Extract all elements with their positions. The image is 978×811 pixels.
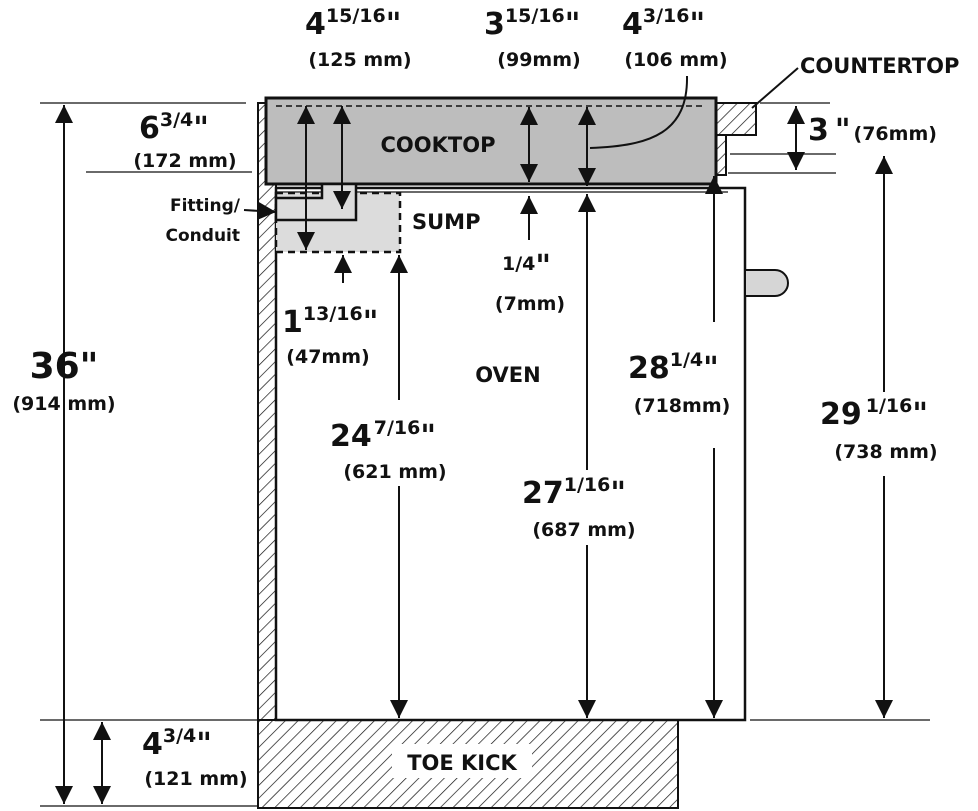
sump-label: SUMP xyxy=(412,210,480,234)
svg-text:315/16": 315/16" xyxy=(484,5,580,42)
dim-label-3in: 3"(76mm) xyxy=(808,113,937,148)
dim-label-6-3-4: 63/4" (172 mm) xyxy=(133,109,236,172)
oven-handle xyxy=(744,269,789,297)
svg-text:(106 mm): (106 mm) xyxy=(624,49,727,71)
svg-text:281/4": 281/4" xyxy=(628,349,719,386)
dim-label-4-3-4: 43/4" (121 mm) xyxy=(142,725,248,790)
svg-text:291/16": 291/16" xyxy=(820,395,928,432)
svg-text:3"(76mm): 3"(76mm) xyxy=(808,113,937,148)
toe-kick-label: TOE KICK xyxy=(407,751,517,775)
svg-text:36": 36" xyxy=(30,346,99,387)
svg-text:(172 mm): (172 mm) xyxy=(133,150,236,172)
dim-label-1-13-16: 113/16" (47mm) xyxy=(282,303,378,368)
svg-text:(718mm): (718mm) xyxy=(634,395,731,417)
svg-text:(99mm): (99mm) xyxy=(497,49,580,71)
dim-label-3-15-16: 315/16" (99mm) xyxy=(484,5,581,71)
fitting-label-line1: Fitting/ xyxy=(170,196,241,216)
svg-text:(738 mm): (738 mm) xyxy=(834,441,937,463)
oven-label: OVEN xyxy=(475,363,540,387)
fitting-label-line2: Conduit xyxy=(166,226,240,246)
oven-body xyxy=(274,186,747,722)
svg-text:(125 mm): (125 mm) xyxy=(308,49,411,71)
dim-label-1-4: 1/4" (7mm) xyxy=(495,249,565,315)
dim-label-36in: 36" (914 mm) xyxy=(12,346,115,415)
dim-leader-4-3-16 xyxy=(589,75,689,149)
svg-text:63/4": 63/4" xyxy=(139,109,209,146)
dim-label-4-3-16: 43/16" (106 mm) xyxy=(622,5,728,71)
svg-text:271/16": 271/16" xyxy=(522,474,626,511)
svg-text:415/16": 415/16" xyxy=(305,5,401,42)
toe-kick-label-bg xyxy=(392,744,532,778)
cooktop-label: COOKTOP xyxy=(381,133,496,157)
svg-text:43/4": 43/4" xyxy=(142,725,212,762)
svg-text:(621 mm): (621 mm) xyxy=(343,461,446,483)
svg-text:113/16": 113/16" xyxy=(282,303,378,340)
svg-text:(914 mm): (914 mm) xyxy=(12,393,115,415)
fitting-conduit xyxy=(274,182,358,222)
svg-text:(687 mm): (687 mm) xyxy=(532,519,635,541)
cabinet-left-wall xyxy=(257,102,277,721)
svg-text:43/16": 43/16" xyxy=(622,5,705,42)
countertop-label: COUNTERTOP xyxy=(800,54,959,78)
countertop-leader xyxy=(751,67,799,109)
fitting-leader xyxy=(243,201,277,220)
svg-text:(7mm): (7mm) xyxy=(495,293,565,315)
svg-text:1/4": 1/4" xyxy=(502,249,551,284)
svg-text:(121 mm): (121 mm) xyxy=(144,768,247,790)
svg-text:(47mm): (47mm) xyxy=(286,346,369,368)
dim-label-28-1-4: 281/4" (718mm) xyxy=(628,349,730,417)
svg-text:247/16": 247/16" xyxy=(330,417,436,454)
dim-label-27-1-16: 271/16" (687 mm) xyxy=(522,474,636,541)
dim-label-4-15-16: 415/16" (125 mm) xyxy=(305,5,412,71)
